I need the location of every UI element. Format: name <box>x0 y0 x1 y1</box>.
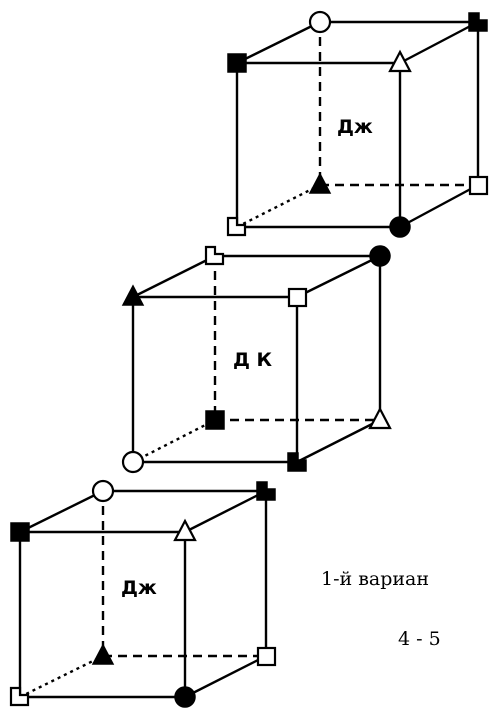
cube-label: Дж <box>121 577 157 599</box>
open-circle-node <box>91 479 115 503</box>
corner-flag-node <box>468 12 488 32</box>
cube-bottom: Дж <box>9 479 277 708</box>
cube-label: Дж <box>337 116 373 138</box>
edge <box>132 254 216 299</box>
filled-square-node <box>205 410 225 430</box>
edge <box>19 489 104 534</box>
cube-label: Д К <box>233 349 273 371</box>
open-square-node <box>256 646 277 667</box>
open-triangle-node <box>173 518 197 542</box>
edge <box>296 418 381 464</box>
filled-square-node <box>227 53 247 73</box>
edge <box>236 20 321 65</box>
hidden-edge <box>19 654 104 699</box>
corner-flag-node <box>287 452 307 472</box>
corner-flag-node <box>204 245 225 266</box>
edge <box>184 654 267 699</box>
open-triangle-node <box>368 406 392 430</box>
variant-range: 4 - 5 <box>398 628 441 650</box>
filled-square-node <box>10 522 30 542</box>
open-circle-node <box>121 450 145 474</box>
open-square-node <box>468 175 489 196</box>
edge <box>399 183 479 229</box>
filled-circle-node <box>389 216 411 238</box>
edge <box>184 489 267 534</box>
variant-caption: 1-й вариан <box>321 568 429 590</box>
filled-circle-node <box>369 245 391 267</box>
corner-flag-node <box>226 216 247 237</box>
edge <box>399 20 479 65</box>
filled-triangle-node <box>91 643 115 665</box>
open-square-node <box>287 287 308 308</box>
hidden-edge <box>236 183 321 229</box>
cube-middle: Д К <box>121 245 392 474</box>
corner-flag-node <box>256 481 276 501</box>
edge <box>296 254 381 299</box>
filled-triangle-node <box>308 172 332 194</box>
filled-circle-node <box>174 686 196 708</box>
cube-top: Дж <box>226 10 489 238</box>
open-triangle-node <box>388 49 412 73</box>
open-circle-node <box>308 10 332 34</box>
filled-triangle-node <box>121 284 145 306</box>
hidden-edge <box>132 418 216 464</box>
corner-flag-node <box>9 686 30 707</box>
